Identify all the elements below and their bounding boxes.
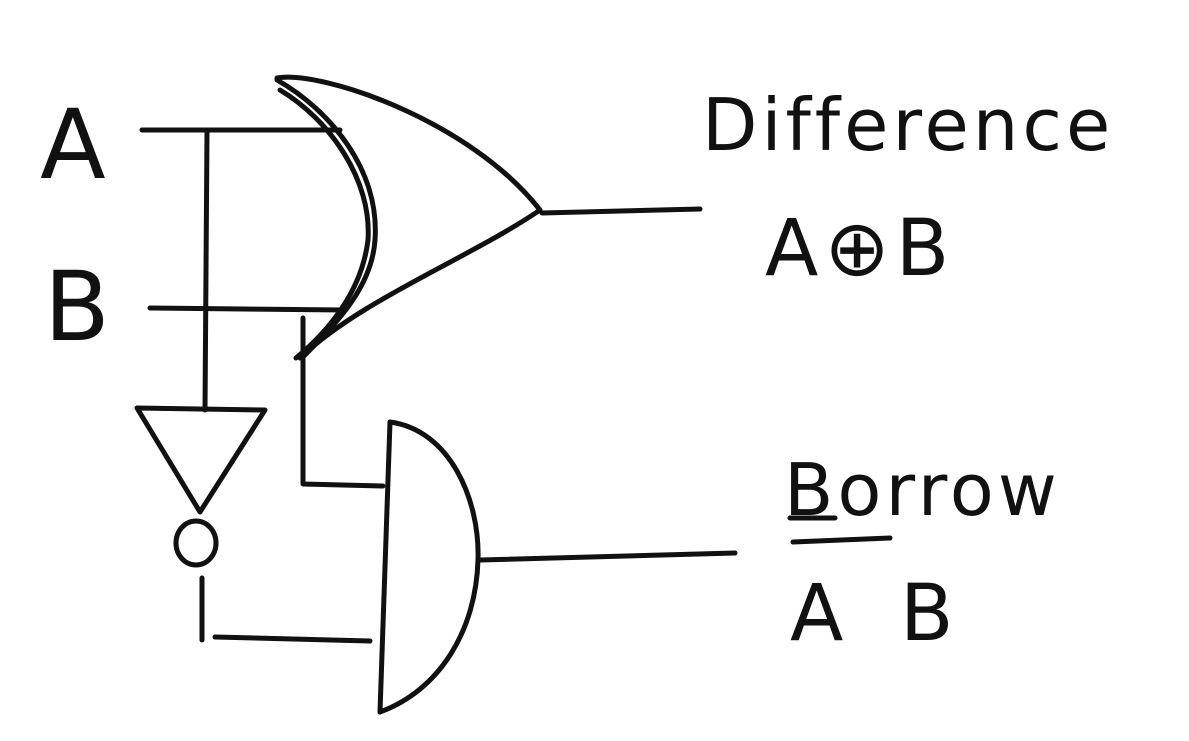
not-gate [134,405,268,568]
input-a-label: A [40,89,106,201]
not-gate-bubble [173,518,219,568]
xor-gate-inner-curve [277,87,371,361]
xor-gate [274,74,543,361]
wire-difference-output [539,206,703,216]
difference-label: Difference [702,83,1114,167]
xor-gate-body [274,74,543,361]
wire-a-to-not [202,129,210,413]
and-gate [377,419,481,715]
and-gate-curve [377,419,481,715]
xor-gate-back-curve [274,77,378,359]
borrow-expression-a: A [790,569,849,659]
input-b-label: B [44,251,110,363]
wire-b-to-xor [147,305,348,313]
wire-b-to-and [300,315,386,489]
wire-borrow-output [477,550,738,563]
wire-not-to-and [199,575,373,644]
difference-expression: A⊕B [765,204,955,294]
and-gate-back [377,419,393,715]
not-gate-triangle [134,405,268,515]
borrow-expression-b: B [900,569,960,659]
borrow-complement-bar [790,535,893,545]
